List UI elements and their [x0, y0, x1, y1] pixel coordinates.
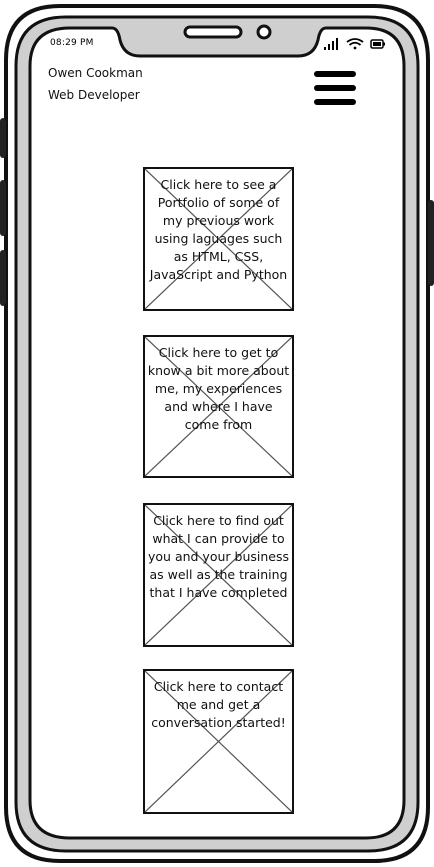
status-time: 08:29 PM: [50, 38, 94, 48]
hamburger-menu-icon: [314, 71, 356, 105]
portfolio-card-link[interactable]: Click here to see a Portfolio of some of…: [143, 167, 294, 311]
contact-card-link[interactable]: Click here to contact me and get a conve…: [143, 669, 294, 814]
image-placeholder-icon: [145, 169, 292, 309]
developer-name: Owen Cookman: [48, 66, 143, 80]
contact-card-text: Click here to contact me and get a conve…: [151, 679, 286, 730]
image-placeholder-icon: [145, 671, 292, 812]
about-card-link[interactable]: Click here to get to know a bit more abo…: [143, 335, 294, 478]
developer-title: Web Developer: [48, 88, 140, 102]
image-placeholder-icon: [145, 337, 292, 476]
portfolio-card-text: Click here to see a Portfolio of some of…: [149, 177, 288, 282]
signal-icon: [324, 38, 338, 50]
about-card-text: Click here to get to know a bit more abo…: [147, 345, 290, 432]
wifi-icon: [346, 38, 364, 50]
battery-icon: [370, 39, 385, 49]
status-icons: [324, 38, 385, 50]
services-card-link[interactable]: Click here to find out what I can provid…: [143, 503, 294, 647]
menu-button[interactable]: [312, 70, 358, 108]
image-placeholder-icon: [145, 505, 292, 645]
services-card-text: Click here to find out what I can provid…: [148, 513, 289, 600]
